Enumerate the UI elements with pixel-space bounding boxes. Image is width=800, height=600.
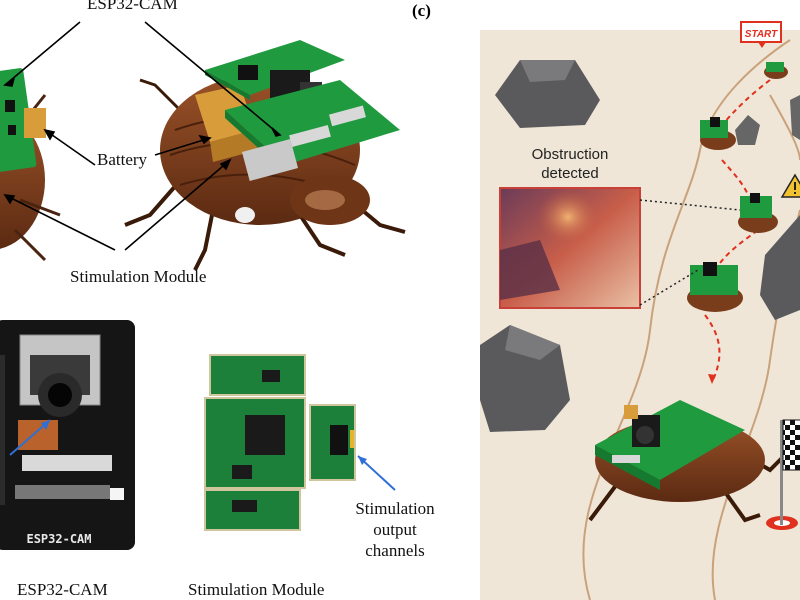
label-battery: Battery bbox=[97, 150, 148, 169]
robot-3 bbox=[738, 193, 778, 233]
robot-5-large bbox=[588, 400, 787, 523]
label-output-line2: output bbox=[373, 520, 417, 539]
robot-2 bbox=[700, 117, 736, 150]
cockroach-left-partial bbox=[0, 68, 61, 262]
start-sign-icon bbox=[740, 21, 782, 48]
board-silkscreen: ESP32-CAM bbox=[26, 532, 91, 546]
panel-a-illustration bbox=[0, 40, 406, 271]
caption-esp32-cam: ESP32-CAM bbox=[17, 580, 108, 599]
panel-a-pointer-lines bbox=[3, 21, 282, 251]
rock-bottom-left bbox=[480, 325, 570, 432]
robot-4 bbox=[687, 262, 743, 312]
label-stimulation-module-a: Stimulation Module bbox=[70, 267, 207, 286]
rock-top-left bbox=[495, 60, 600, 128]
label-output-line1: Stimulation bbox=[355, 499, 435, 518]
label-output-line3: channels bbox=[365, 541, 425, 560]
robot-1 bbox=[764, 62, 788, 79]
obstruction-line2: detected bbox=[541, 165, 599, 182]
obstruction-line1: Obstruction bbox=[531, 146, 609, 163]
obstruction-inset bbox=[499, 185, 641, 309]
caption-stimulation-module: Stimulation Module bbox=[188, 580, 325, 599]
warning-icon bbox=[780, 173, 800, 198]
stimulation-module-board bbox=[225, 80, 400, 181]
panel-c-label: (c) bbox=[412, 1, 431, 20]
esp32-cam-photo bbox=[0, 320, 135, 550]
label-stimulation-output-channels: Stimulation output channels bbox=[350, 498, 440, 561]
rock-right bbox=[760, 215, 800, 320]
rock-top-right bbox=[735, 95, 800, 145]
label-obstruction-detected: Obstruction detected bbox=[515, 145, 625, 183]
start-sign-label: START bbox=[745, 29, 778, 40]
stimulation-module-photo bbox=[204, 354, 396, 531]
label-esp32-cam: ESP32-CAM bbox=[87, 0, 178, 13]
panel-c-scene bbox=[480, 21, 800, 600]
checkered-flag-icon bbox=[766, 419, 800, 530]
